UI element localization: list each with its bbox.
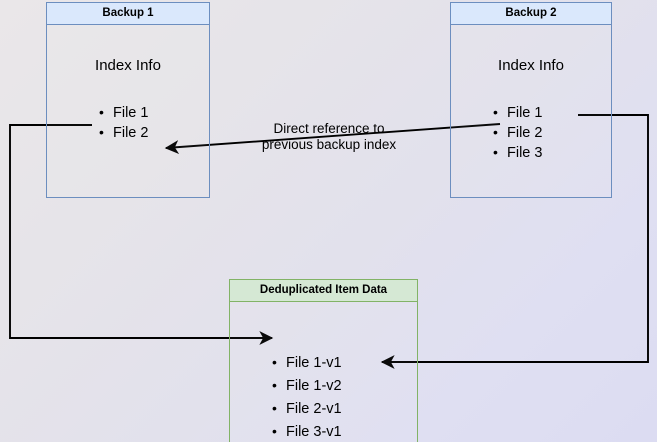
list-item: File 3 xyxy=(493,142,542,163)
list-item: File 2 xyxy=(99,122,148,143)
backup-2-box[interactable]: Backup 2 Index Info File 1 File 2 File 3 xyxy=(450,2,612,198)
dedup-header: Deduplicated Item Data xyxy=(230,280,417,302)
list-item: File 1-v1 xyxy=(272,351,342,375)
backup-2-index-label: Index Info xyxy=(498,57,564,74)
list-item: File 3-v1 xyxy=(272,420,342,442)
backup-2-file-list: File 1 File 2 File 3 xyxy=(493,102,542,163)
list-item: File 2 xyxy=(493,122,542,143)
dedup-file-list: File 1-v1 File 1-v2 File 2-v1 File 3-v1 xyxy=(272,351,342,442)
list-item: File 1-v2 xyxy=(272,374,342,398)
backup-1-header: Backup 1 xyxy=(47,3,209,25)
list-item: File 1 xyxy=(99,102,148,123)
backup-1-body: Index Info File 1 File 2 xyxy=(47,25,209,197)
backup-1-file-list: File 1 File 2 xyxy=(99,102,148,143)
backup-2-body: Index Info File 1 File 2 File 3 xyxy=(451,25,611,197)
dedup-body: File 1-v1 File 1-v2 File 2-v1 File 3-v1 xyxy=(230,302,417,442)
list-item: File 1 xyxy=(493,102,542,123)
backup-1-box[interactable]: Backup 1 Index Info File 1 File 2 xyxy=(46,2,210,198)
edge-caption: Direct reference to previous backup inde… xyxy=(248,121,410,153)
edge-caption-line-2: previous backup index xyxy=(261,137,397,152)
backup-2-header: Backup 2 xyxy=(451,3,611,25)
edge-caption-line-1: Direct reference to xyxy=(273,121,385,136)
backup-1-index-label: Index Info xyxy=(95,57,161,74)
list-item: File 2-v1 xyxy=(272,397,342,421)
deduplicated-item-data-box[interactable]: Deduplicated Item Data File 1-v1 File 1-… xyxy=(229,279,418,442)
